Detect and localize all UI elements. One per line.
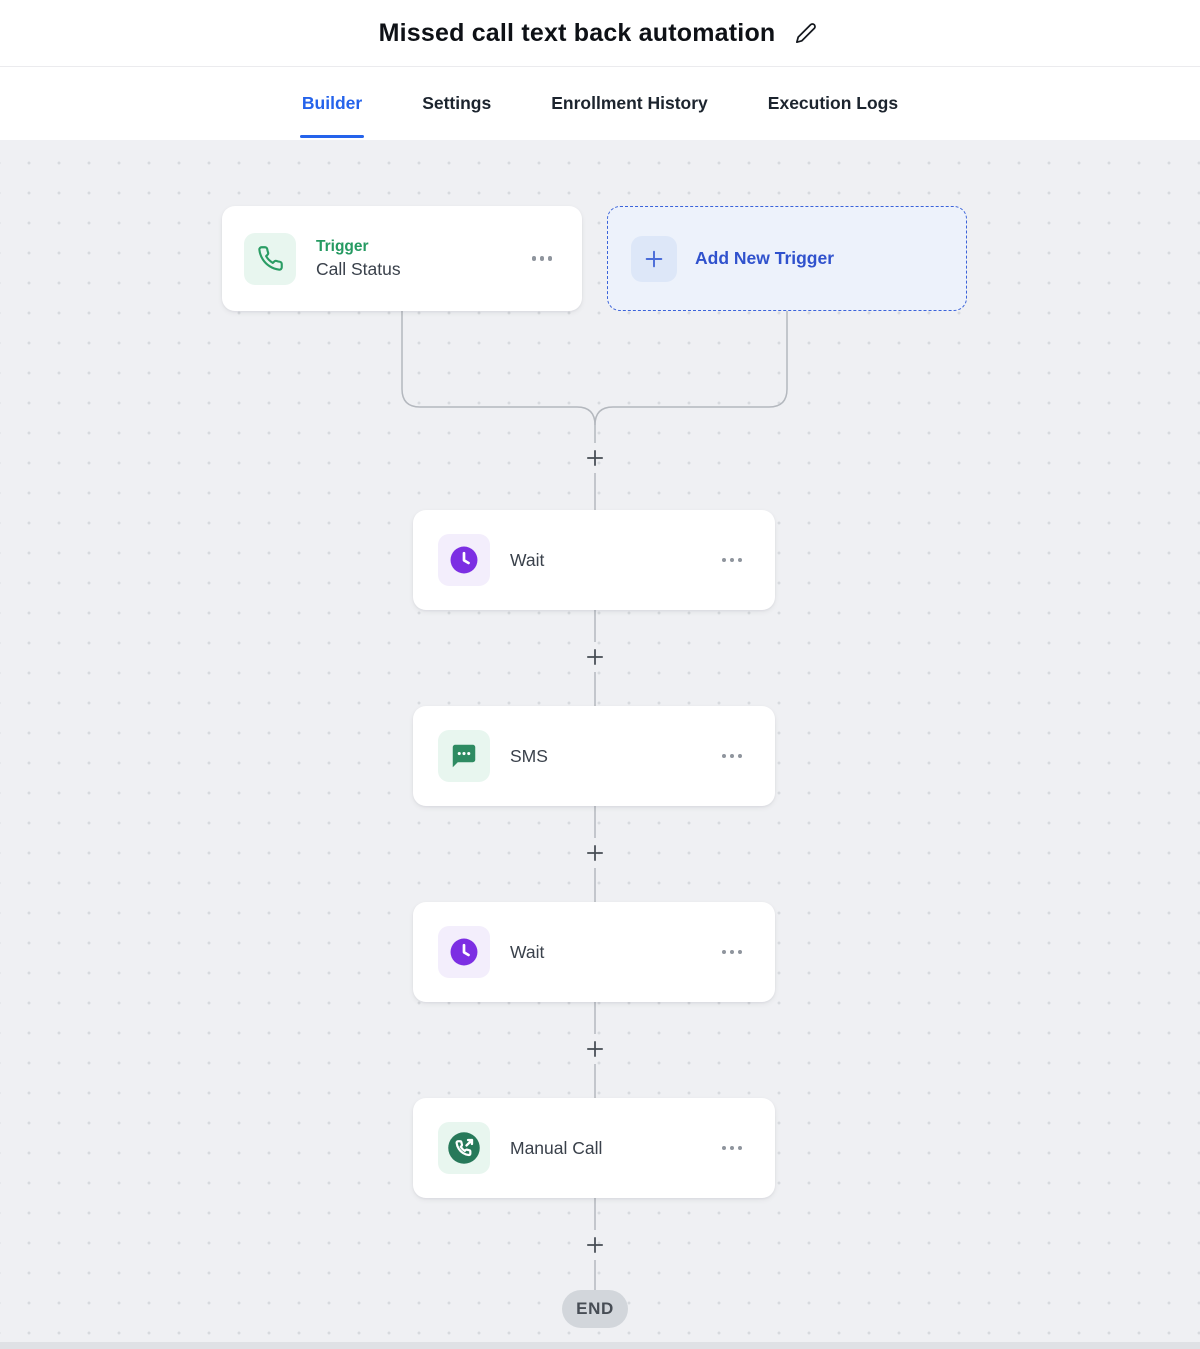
pencil-icon bbox=[795, 22, 817, 44]
phone-outgoing-icon bbox=[438, 1122, 490, 1174]
add-step-button[interactable] bbox=[584, 447, 606, 469]
ellipsis-icon bbox=[721, 753, 742, 759]
ellipsis-icon bbox=[721, 557, 742, 563]
connector-lines bbox=[401, 311, 788, 1290]
ellipsis-icon bbox=[531, 256, 552, 261]
ellipsis-icon bbox=[721, 949, 742, 955]
step-label: SMS bbox=[510, 745, 548, 766]
canvas-bottom-edge bbox=[0, 1342, 1200, 1349]
ellipsis-icon bbox=[721, 1145, 742, 1151]
plus-icon bbox=[584, 1234, 606, 1256]
step-card-sms[interactable]: SMS bbox=[413, 706, 775, 806]
workflow-canvas[interactable]: Trigger Call Status Add New Trigger Wait bbox=[0, 140, 1200, 1349]
step-card-wait[interactable]: Wait bbox=[413, 510, 775, 610]
add-step-button[interactable] bbox=[584, 842, 606, 864]
clock-icon bbox=[438, 534, 490, 586]
step-card-menu-button[interactable] bbox=[714, 1138, 751, 1159]
plus-icon bbox=[584, 646, 606, 668]
step-card-menu-button[interactable] bbox=[714, 942, 751, 963]
tab-enrollment-history[interactable]: Enrollment History bbox=[549, 67, 710, 140]
end-node: END bbox=[562, 1290, 628, 1328]
add-step-button[interactable] bbox=[584, 646, 606, 668]
tab-builder[interactable]: Builder bbox=[299, 67, 365, 140]
page-header: Missed call text back automation bbox=[0, 0, 1200, 67]
add-new-trigger-label: Add New Trigger bbox=[695, 248, 835, 268]
trigger-eyebrow: Trigger bbox=[316, 237, 369, 255]
step-label: Wait bbox=[510, 941, 545, 962]
step-card-menu-button[interactable] bbox=[714, 550, 751, 571]
phone-icon bbox=[244, 232, 296, 285]
step-card-manual-call[interactable]: Manual Call bbox=[413, 1098, 775, 1198]
step-card-menu-button[interactable] bbox=[714, 746, 751, 767]
trigger-card-menu-button[interactable] bbox=[524, 248, 561, 269]
plus-icon bbox=[584, 1038, 606, 1060]
chat-bubble-icon bbox=[438, 730, 490, 782]
add-new-trigger-card[interactable]: Add New Trigger bbox=[607, 206, 967, 311]
tab-bar: Builder Settings Enrollment History Exec… bbox=[0, 67, 1200, 140]
plus-icon bbox=[584, 447, 606, 469]
add-step-button[interactable] bbox=[584, 1038, 606, 1060]
plus-icon bbox=[584, 842, 606, 864]
edit-title-button[interactable] bbox=[791, 18, 821, 48]
add-step-button[interactable] bbox=[584, 1234, 606, 1256]
step-card-wait[interactable]: Wait bbox=[413, 902, 775, 1002]
step-label: Manual Call bbox=[510, 1137, 603, 1158]
tab-execution-logs[interactable]: Execution Logs bbox=[766, 67, 900, 140]
tab-settings[interactable]: Settings bbox=[420, 67, 493, 140]
page-title: Missed call text back automation bbox=[378, 18, 776, 47]
trigger-node-card[interactable]: Trigger Call Status bbox=[222, 206, 582, 311]
clock-icon bbox=[438, 926, 490, 978]
plus-icon bbox=[631, 235, 677, 282]
step-label: Wait bbox=[510, 549, 545, 570]
trigger-title: Call Status bbox=[316, 258, 401, 279]
